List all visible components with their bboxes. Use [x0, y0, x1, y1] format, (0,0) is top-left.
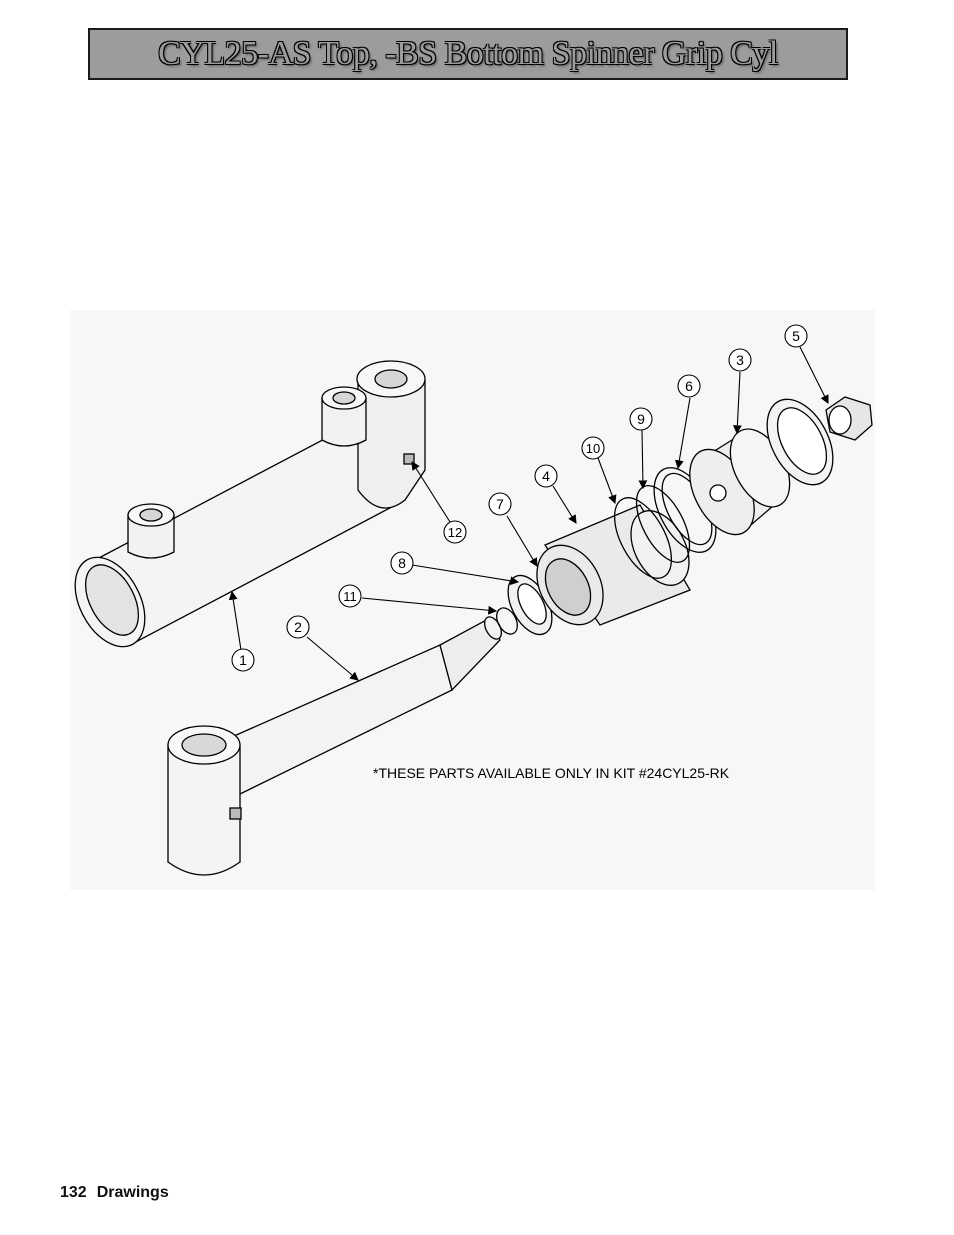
page-number: 132	[60, 1184, 87, 1201]
callout-2: 2	[286, 615, 310, 639]
callout-1: 1	[231, 648, 255, 672]
svg-text:9: 9	[637, 411, 645, 427]
svg-text:2: 2	[294, 619, 302, 635]
kit-note: *THESE PARTS AVAILABLE ONLY IN KIT #24CY…	[373, 765, 730, 781]
part-3-piston	[689, 428, 791, 536]
part-5-nut	[825, 396, 873, 441]
callout-7: 7	[488, 492, 512, 516]
page-title: CYL25-AS Top, -BS Bottom Spinner Grip Cy…	[158, 35, 778, 72]
svg-text:5: 5	[792, 328, 800, 344]
piston-rod	[167, 616, 503, 876]
piston-ring	[766, 398, 834, 486]
callout-6: 6	[677, 374, 701, 398]
cylinder-barrel	[74, 360, 426, 648]
callout-4: 4	[534, 464, 558, 488]
leader-lines	[228, 346, 829, 681]
svg-text:12: 12	[448, 525, 462, 540]
callout-8: 8	[390, 551, 414, 575]
part-10-seal	[613, 497, 673, 579]
svg-text:4: 4	[542, 468, 550, 484]
svg-text:7: 7	[496, 496, 504, 512]
part-11-o-ring	[496, 607, 518, 635]
svg-text:10: 10	[586, 441, 600, 456]
part-4-gland	[536, 504, 691, 626]
svg-text:1: 1	[239, 652, 247, 668]
svg-text:8: 8	[398, 555, 406, 571]
svg-text:3: 3	[736, 352, 744, 368]
exploded-cylinder-diagram: 1 2 3 4 5 6 7 8 9 10 11 12	[70, 310, 875, 890]
title-banner: CYL25-AS Top, -BS Bottom Spinner Grip Cy…	[88, 28, 848, 80]
callout-12: 12	[443, 520, 467, 544]
callout-10: 10	[581, 436, 605, 460]
page-footer: 132 Drawings	[60, 1184, 179, 1202]
callout-5: 5	[784, 324, 808, 348]
callout-3: 3	[728, 348, 752, 372]
svg-text:6: 6	[685, 378, 693, 394]
callout-11: 11	[338, 584, 362, 608]
svg-text:11: 11	[343, 589, 357, 604]
callout-9: 9	[629, 407, 653, 431]
section-label: Drawings	[96, 1184, 169, 1201]
